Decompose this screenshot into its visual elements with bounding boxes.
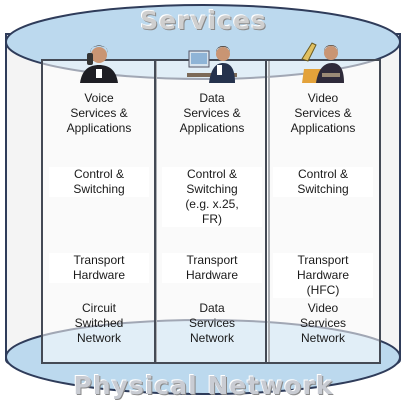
video-column: Video Services & Applications Control & …	[265, 42, 381, 364]
video-transport-label: Transport Hardware (HFC)	[273, 253, 373, 298]
video-network-label: Video Services Network	[299, 301, 346, 345]
voice-transport-label: Transport Hardware	[49, 253, 149, 283]
person-watching-video-icon	[298, 39, 348, 83]
voice-services-label: Voice Services & Applications	[66, 91, 132, 135]
video-control-label: Control & Switching	[273, 167, 373, 197]
voice-column: Voice Services & Applications Control & …	[41, 45, 157, 364]
person-on-phone-icon	[74, 39, 124, 83]
data-column: Data Services & Applications Control & S…	[154, 46, 270, 364]
voice-network-label: Circuit Switched Network	[74, 301, 124, 345]
person-at-computer-icon	[187, 39, 237, 83]
physical-network-title: Physical Network	[73, 371, 334, 400]
services-title: Services	[140, 6, 267, 35]
data-control-label: Control & Switching (e.g. x.25, FR)	[162, 167, 262, 227]
voice-control-label: Control & Switching	[49, 167, 149, 197]
video-services-label: Video Services & Applications	[290, 91, 356, 135]
data-transport-label: Transport Hardware	[162, 253, 262, 283]
data-services-label: Data Services & Applications	[179, 91, 245, 135]
data-network-label: Data Services Network	[188, 301, 235, 345]
